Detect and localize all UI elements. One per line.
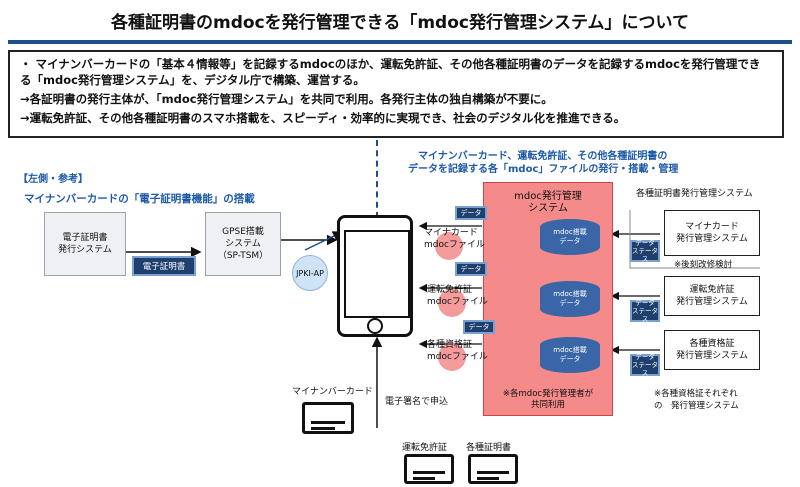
issuer-line: 発行管理システム: [676, 351, 748, 361]
mdoc-file-icon: [438, 343, 466, 371]
card-stripe: [311, 427, 335, 430]
issuers-title: 各種証明書発行管理システム: [636, 189, 753, 199]
title-rule: [8, 40, 792, 44]
system-note-line: 共同利用: [530, 400, 565, 410]
each-note: ※各種資格証それぞれ の 発行管理システム: [654, 388, 739, 412]
mdoc-file-label: 各種資格証 mdocファイル: [427, 339, 488, 363]
database-icon: mdoc搭載 データ: [540, 337, 600, 373]
system-title: mdoc発行管理 システム: [484, 191, 612, 215]
system-title-line: システム: [528, 203, 568, 214]
gpse-line: システム: [225, 239, 261, 249]
gpse-line: GPSE搭載: [222, 227, 264, 237]
summary-line: ・ マイナンバーカードの「基本４情報等」を記録するmdocのほか、運転免許証、そ…: [20, 57, 761, 71]
status-line: データ: [635, 299, 655, 307]
card-stripe: [477, 477, 499, 480]
issuer-line: 運転免許証: [689, 285, 735, 295]
mdoc-file-icon: [435, 232, 463, 260]
license-card-icon: [404, 454, 454, 484]
db-label-line: データ: [559, 355, 581, 363]
right-heading-line: マイナンバーカード、運転免許証、その他各種証明書の: [418, 151, 668, 162]
license-card-label: 運転免許証: [402, 443, 448, 453]
mdoc-file-label: マイナカード mdocファイル: [424, 227, 485, 251]
status-line: ステータス: [632, 307, 658, 323]
mdoc-file-icon: [438, 289, 466, 317]
issuer-line: マイナカード: [685, 222, 739, 232]
mdoc-file-line: 各種資格証: [427, 340, 473, 350]
db-label-line: mdoc搭載: [553, 290, 587, 298]
right-heading-line: データを記録する各「mdoc」ファイルの発行・搭載・管理: [408, 164, 679, 175]
each-note-line: ※各種資格証それぞれ: [654, 389, 738, 399]
mdoc-file-label: 運転免許証 mdocファイル: [427, 284, 488, 308]
left-heading: マイナンバーカードの「電子証明書機能」の搭載: [24, 193, 255, 205]
cert-label-box: 電子証明書: [132, 256, 196, 276]
jpki-ap-badge: JPKI-AP: [292, 255, 328, 291]
data-status-box: データ ステータス: [630, 239, 660, 263]
card-stripe: [311, 421, 345, 424]
status-line: データ: [635, 353, 655, 361]
data-status-box: データ ステータス: [630, 353, 660, 377]
gpse-system: GPSE搭載 システム （SP-TSM）: [205, 212, 281, 276]
database-icon: mdoc搭載 データ: [540, 281, 600, 317]
mdoc-file-line: 運転免許証: [427, 285, 473, 295]
phone-home-button: [367, 318, 383, 334]
db-label-line: mdoc搭載: [553, 228, 587, 236]
issuer-line: 各種資格証: [689, 339, 735, 349]
db-label-line: mdoc搭載: [553, 346, 587, 354]
system-note-line: ※各mdoc発行管理者が: [502, 389, 594, 399]
summary-line: →運転免許証、その他各種証明書のスマホ搭載を、スピーディ・効率的に実現でき、社会…: [20, 111, 626, 125]
issuer-line: 電子証明書: [62, 233, 108, 243]
smartphone-icon: [337, 215, 413, 337]
issuer-system-license: 運転免許証 発行管理システム: [664, 276, 760, 316]
data-status-box: データ ステータス: [630, 299, 660, 323]
gpse-line: （SP-TSM）: [217, 251, 269, 261]
db-label-line: データ: [559, 237, 581, 245]
issuer-line: 発行管理システム: [676, 297, 748, 307]
left-tag: 【左側・参考】: [18, 174, 88, 185]
card-stripe: [413, 477, 435, 480]
status-line: ステータス: [632, 361, 658, 377]
summary-line: →各証明書の発行主体が、「mdoc発行管理システム」を共同で利用。各発行主体の独…: [20, 92, 553, 106]
divider-dashed: [376, 140, 378, 218]
status-line: ステータス: [632, 247, 658, 263]
mdoc-file-line: mdocファイル: [424, 240, 485, 250]
data-label: データ: [463, 320, 495, 334]
phone-screen: [344, 230, 410, 318]
mdoc-file-line: マイナカード: [424, 228, 478, 238]
right-heading: マイナンバーカード、運転免許証、その他各種証明書の データを記録する各「mdoc…: [408, 150, 788, 176]
issuer-line: 発行管理システム: [676, 234, 748, 244]
mdoc-system-panel: mdoc発行管理 システム mdoc搭載 データ mdoc搭載 データ mdoc…: [483, 182, 613, 416]
system-note: ※各mdoc発行管理者が 共同利用: [484, 389, 612, 411]
data-label: データ: [455, 262, 487, 276]
apply-label: 電子署名で申込: [385, 397, 449, 407]
mynumber-card-icon: [302, 402, 354, 434]
data-label: データ: [455, 206, 487, 220]
summary-box: ・ マイナンバーカードの「基本４情報等」を記録するmdocのほか、運転免許証、そ…: [8, 50, 784, 138]
mynumber-card-label: マイナンバーカード: [292, 387, 373, 397]
mdoc-file-line: mdocファイル: [427, 352, 488, 362]
summary-line: る「mdoc発行管理システム」を、デジタル庁で構築、運営する。: [20, 73, 365, 87]
card-stripe: [477, 471, 509, 474]
certificate-card-label: 各種証明書: [466, 443, 512, 453]
each-note-line: の 発行管理システム: [654, 401, 739, 411]
posthoc-note: ※後刻改修検討: [674, 260, 733, 270]
card-stripe: [413, 471, 445, 474]
status-line: データ: [635, 239, 655, 247]
mdoc-file-line: mdocファイル: [427, 297, 488, 307]
db-label-line: データ: [559, 299, 581, 307]
certificate-card-icon: [468, 454, 518, 484]
issuer-system-qualification: 各種資格証 発行管理システム: [664, 330, 760, 370]
page-title: 各種証明書のmdocを発行管理できる「mdoc発行管理システム」について: [111, 13, 689, 33]
cert-issuer-system: 電子証明書 発行システム: [44, 212, 126, 276]
issuer-line: 発行システム: [58, 245, 112, 255]
issuer-system-mynumber: マイナカード 発行管理システム: [664, 210, 760, 256]
database-icon: mdoc搭載 データ: [540, 219, 600, 255]
system-title-line: mdoc発行管理: [514, 191, 582, 202]
